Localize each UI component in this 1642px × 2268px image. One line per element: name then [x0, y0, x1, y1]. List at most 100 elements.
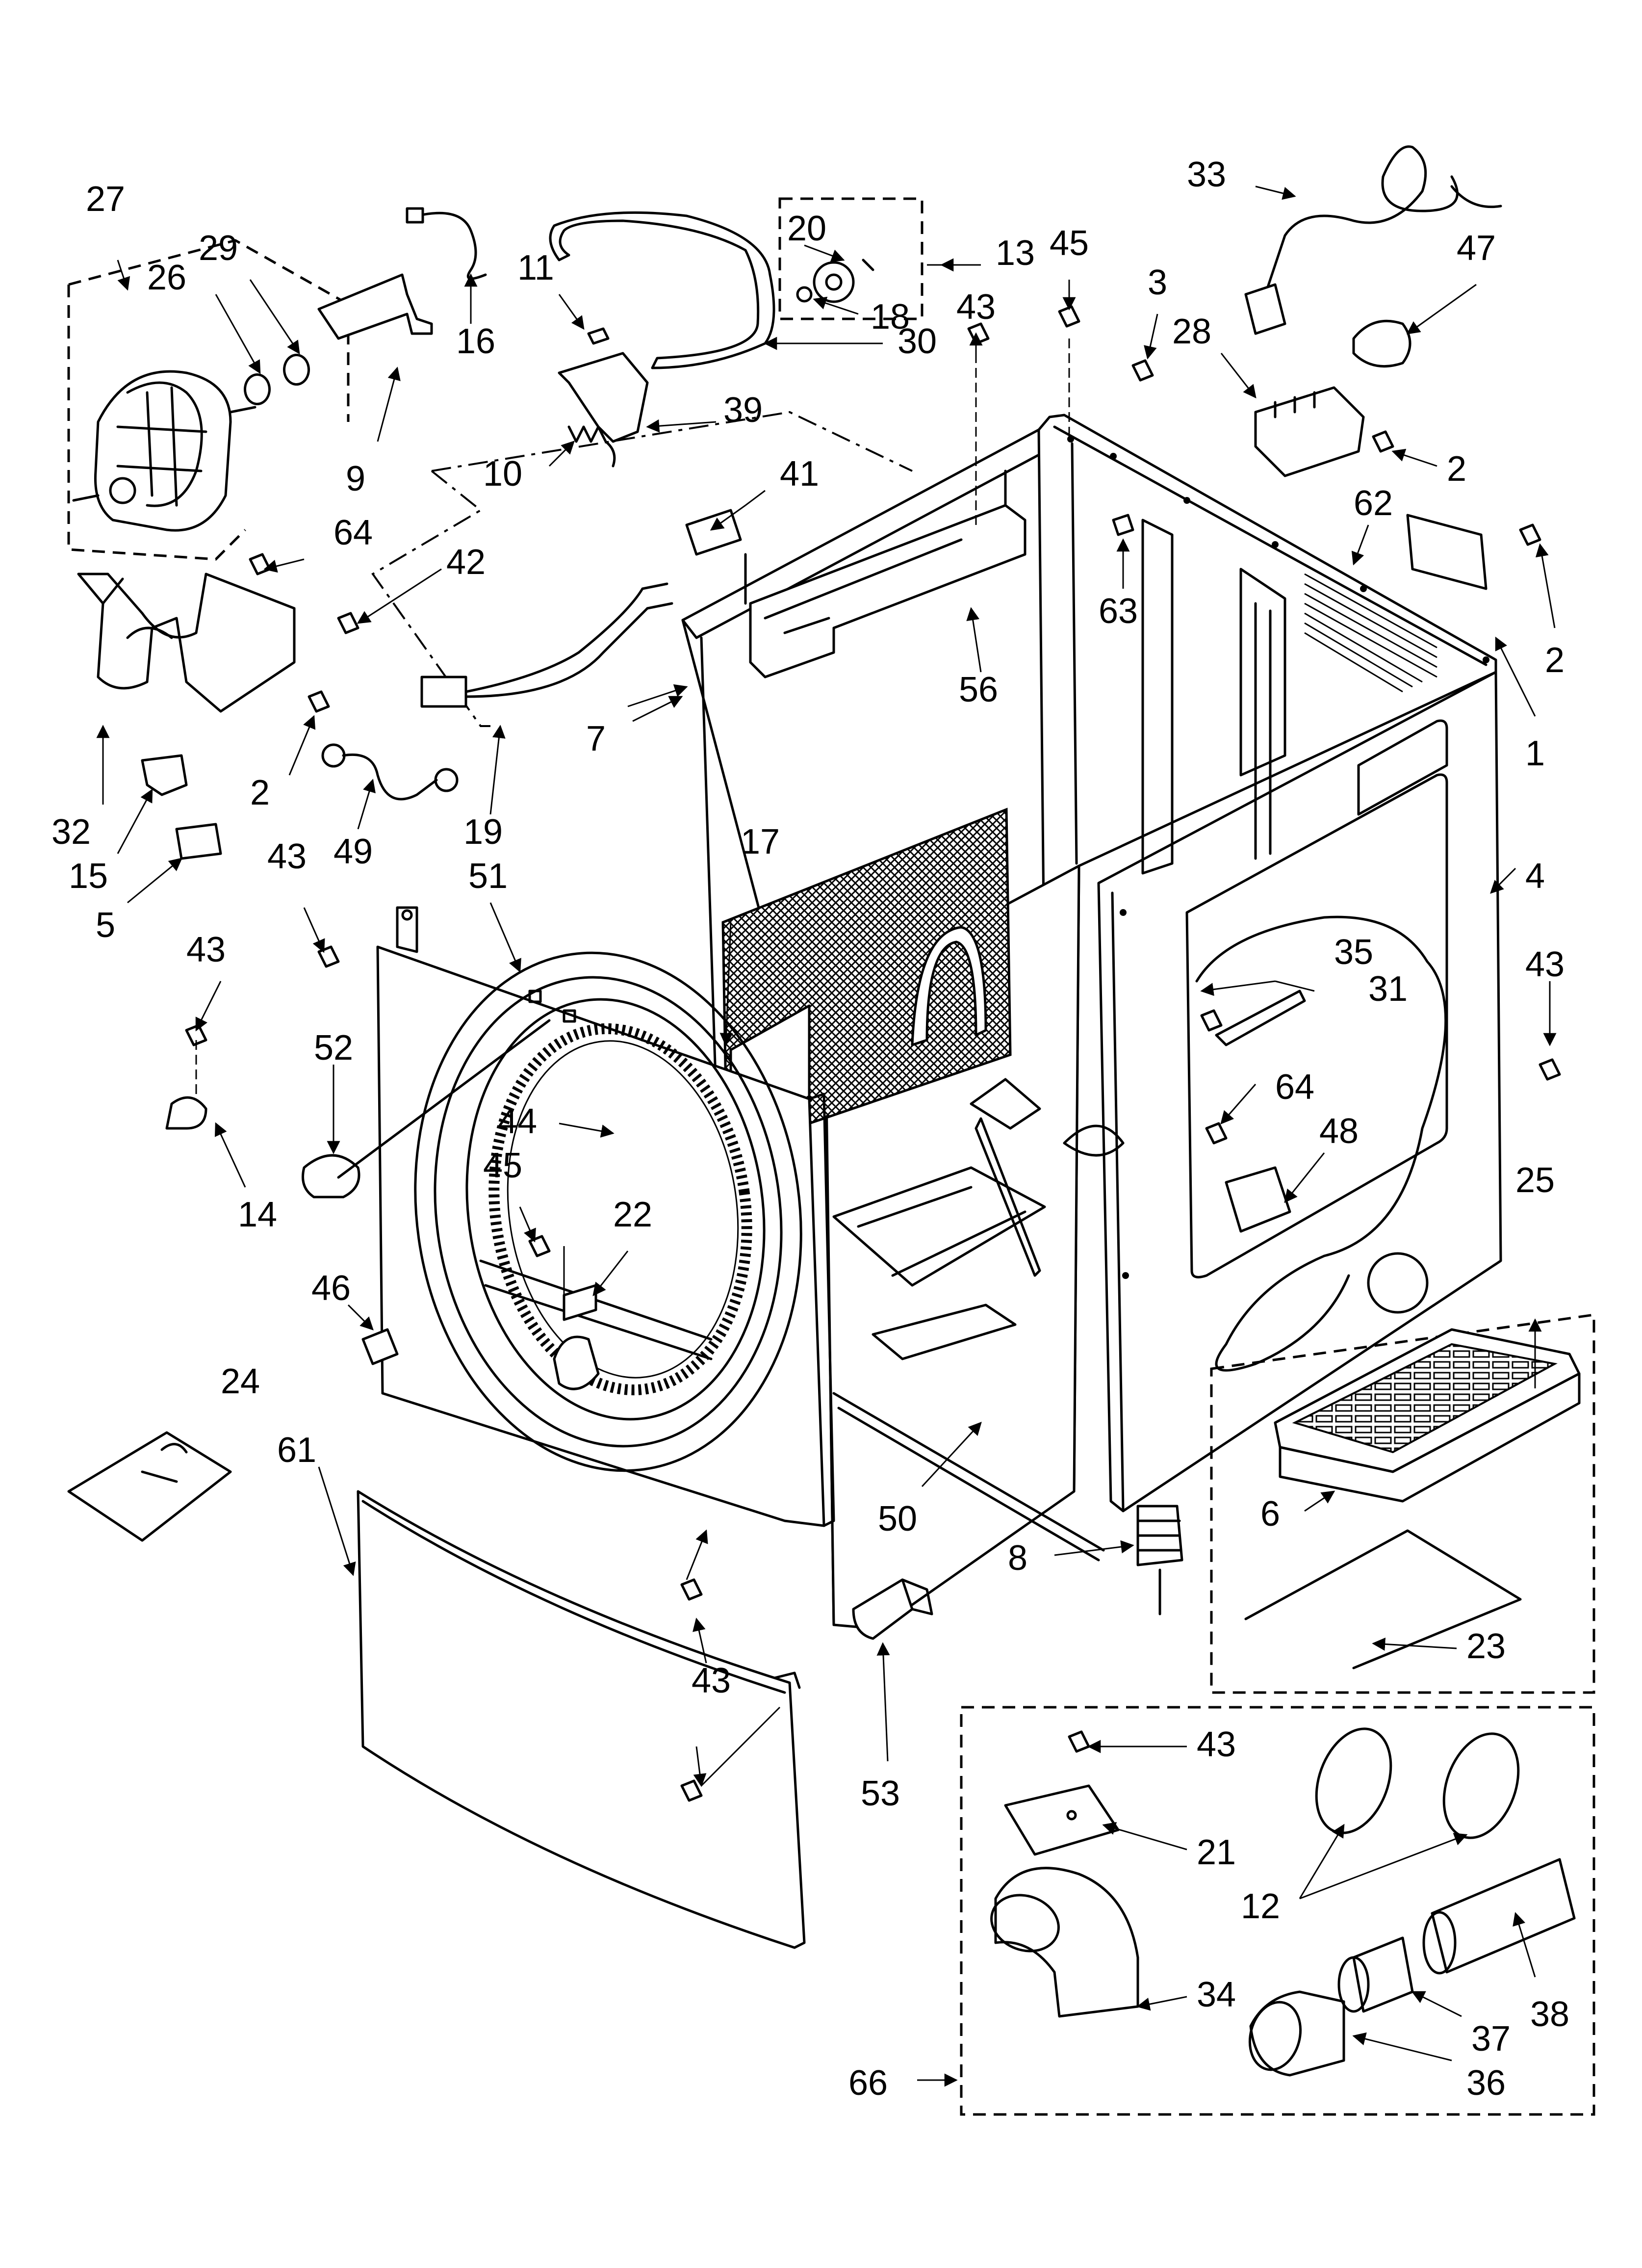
vent-sleeve-mouth [1337, 1956, 1370, 2013]
vent-cap-2 [1442, 1732, 1520, 1839]
screw-45-a [1058, 305, 1080, 328]
screw-43-d [1539, 1058, 1561, 1081]
door-opening-ring [465, 998, 766, 1421]
callout-45-top: 45 [1050, 224, 1089, 263]
vent-elbow-mouth [990, 1894, 1060, 1953]
vent-clamp-pipe-mouth [1248, 2001, 1302, 2071]
water-fitting [852, 1578, 914, 1640]
heater-terminal-block [1225, 1166, 1291, 1233]
water-fitting-thread [901, 1578, 933, 1616]
callout-1: 1 [1525, 734, 1545, 773]
idler-bracket [558, 352, 649, 443]
panel-slot-1 [528, 990, 542, 1003]
vent-sleeve [1352, 1936, 1414, 2013]
idler-spring [567, 425, 616, 468]
power-cord [1264, 145, 1502, 296]
motor-windings [116, 381, 207, 507]
front-panel-assembly [376, 906, 835, 1527]
screw-11 [587, 327, 610, 345]
callout-62: 62 [1354, 484, 1393, 523]
rear-vents [1304, 563, 1437, 693]
callout-48: 48 [1319, 1112, 1359, 1151]
callout-6: 6 [1260, 1494, 1280, 1534]
front-panel-mount-hole [401, 909, 413, 921]
callout-12: 12 [1241, 1887, 1280, 1926]
harness-wires [464, 587, 649, 698]
vent-cover-plate [1004, 1784, 1120, 1856]
strain-relief [1352, 319, 1411, 368]
motor-shaft [72, 406, 257, 502]
pulley-washer [796, 286, 813, 303]
door-opening-inner [434, 976, 783, 1448]
callout-47: 47 [1457, 229, 1496, 268]
callout-33: 33 [1187, 155, 1226, 194]
callout-28: 28 [1172, 312, 1211, 351]
toe-plate-detail [141, 1443, 188, 1483]
ground-terminal-a [321, 743, 346, 768]
screw-64-b [1205, 1122, 1228, 1145]
callout-32: 32 [51, 812, 91, 852]
rear-bracket [749, 504, 1026, 678]
callout-45-mid: 45 [483, 1146, 522, 1185]
terminal-block [1254, 386, 1365, 477]
grille-frame [1279, 1372, 1581, 1503]
vent-elbow [994, 1867, 1139, 2018]
screw-43-e [680, 1578, 703, 1601]
callout-20: 20 [787, 209, 826, 248]
callout-9: 9 [346, 459, 365, 498]
thermal-switch [685, 509, 742, 556]
callout-64-b: 64 [1275, 1068, 1314, 1107]
callout-63: 63 [1099, 592, 1138, 631]
door-switch-actuator [553, 1335, 600, 1390]
callout-4: 4 [1525, 857, 1545, 896]
screw-2-b [1519, 523, 1541, 546]
door-opening-outer [414, 951, 802, 1472]
screw-42 [337, 612, 359, 634]
callout-24: 24 [221, 1362, 260, 1401]
callout-21: 21 [1197, 1833, 1236, 1872]
thermostat-switch [175, 823, 222, 860]
base-channel [975, 1117, 1041, 1277]
vent-cap-1 [1315, 1727, 1392, 1834]
ground-wire [342, 753, 438, 801]
door-strike-clip [302, 1154, 360, 1199]
callout-46: 46 [311, 1269, 351, 1308]
callout-26: 26 [147, 258, 186, 297]
lower-front-panel [357, 1490, 806, 1949]
base-recess [832, 1166, 1046, 1287]
door-strike-clip-wire [337, 1019, 551, 1179]
brace [744, 469, 1007, 605]
callout-19: 19 [463, 812, 503, 852]
motor-assembly [72, 370, 257, 532]
callout-2-b: 2 [1545, 641, 1565, 680]
right-side-panel [1097, 671, 1502, 1512]
base-dome [1063, 1124, 1125, 1157]
callout-44: 44 [498, 1102, 537, 1141]
thermistor-bracket [1215, 990, 1306, 1046]
screw-29 [283, 354, 310, 386]
callout-50: 50 [878, 1499, 917, 1538]
front-panel-tab [396, 906, 418, 953]
callout-8: 8 [1008, 1538, 1027, 1578]
power-cord-plug [1244, 283, 1286, 335]
callout-5: 5 [96, 906, 115, 945]
panel-recess-back-3 [1239, 568, 1286, 777]
rear-panel-flange [681, 452, 1043, 1095]
callout-37: 37 [1471, 2019, 1511, 2059]
callout-22: 22 [613, 1195, 652, 1234]
right-panel-edge [1111, 891, 1125, 1510]
callout-36: 36 [1466, 2063, 1506, 2103]
pulley-group-box [778, 197, 924, 320]
leader-lines [96, 185, 1557, 2087]
callout-23: 23 [1466, 1627, 1506, 1666]
front-panel-edge [808, 1093, 835, 1527]
vent-tube [1431, 1858, 1576, 1974]
top-grille-slats [1292, 1343, 1558, 1454]
rear-bracket-detail [764, 538, 963, 634]
screw-2-c [308, 690, 330, 713]
callout-7: 7 [586, 719, 606, 758]
lint-screen-inner-2 [911, 926, 987, 1046]
motor-shaft-end [109, 477, 136, 504]
cabinet [681, 414, 1502, 1630]
